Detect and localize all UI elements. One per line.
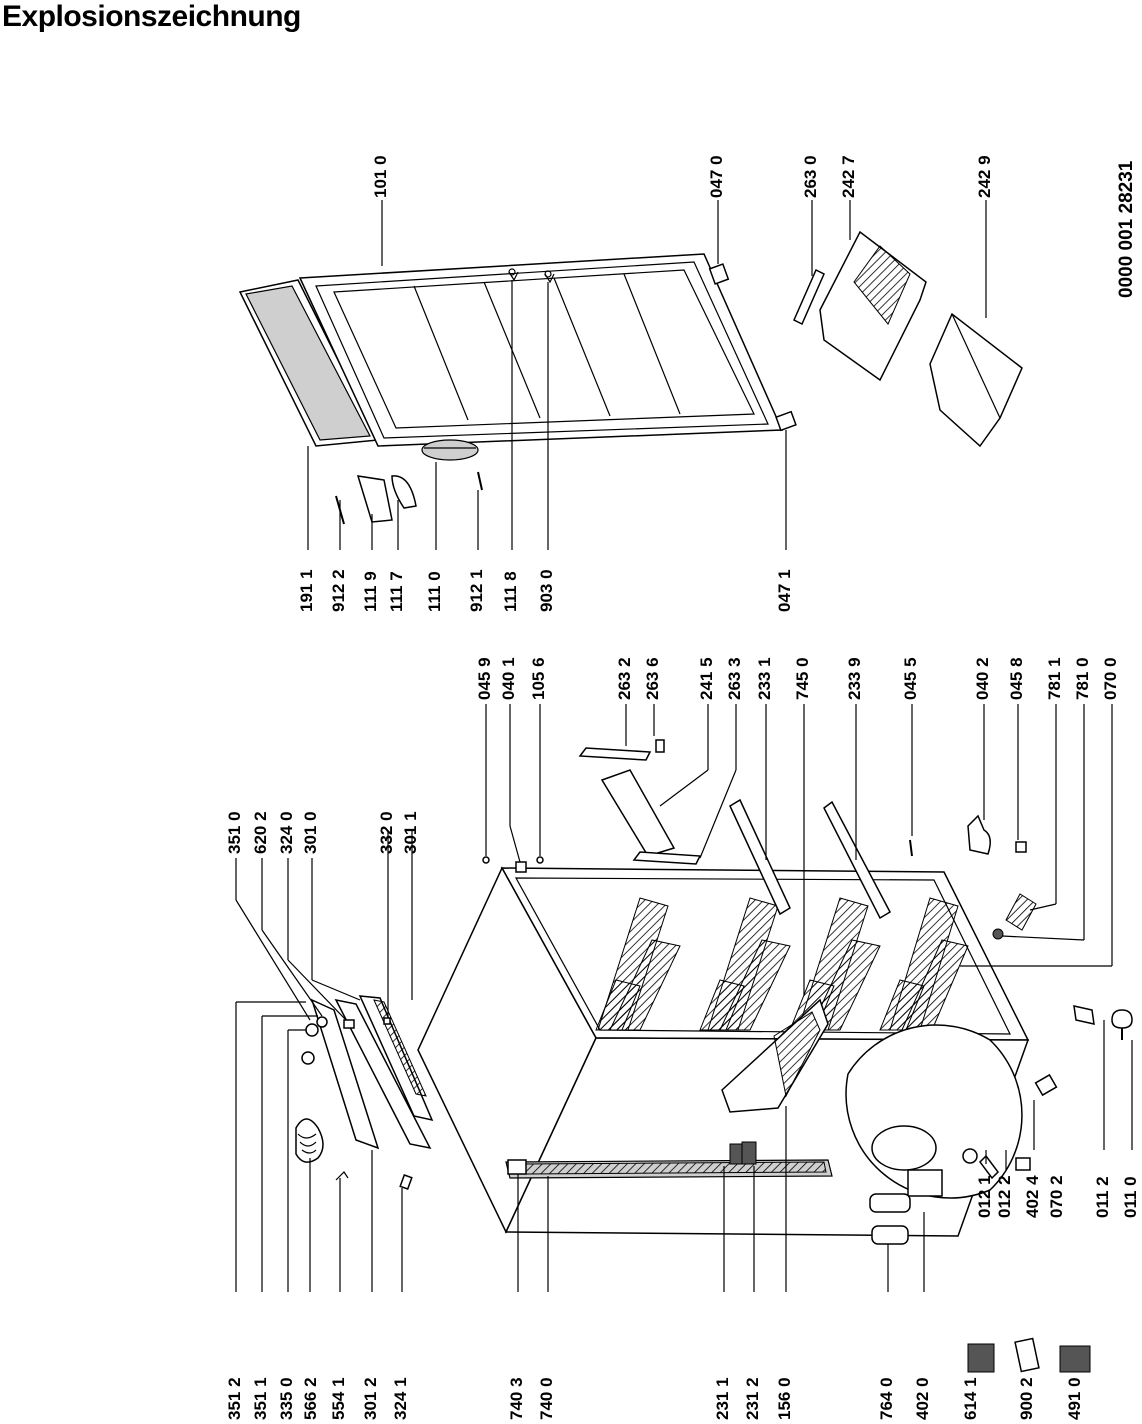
part-label: 491 0 — [1065, 1377, 1084, 1420]
part-label: 301 2 — [361, 1377, 380, 1420]
part-label: 241 5 — [697, 657, 716, 700]
part-label: 263 6 — [643, 657, 662, 700]
part-label: 111 7 — [387, 571, 406, 612]
part-label: 231 1 — [713, 1377, 732, 1420]
part-label: 231 2 — [743, 1377, 762, 1420]
door-small-parts — [335, 263, 797, 525]
part-label: 011 0 — [1121, 1176, 1140, 1218]
part-label: 912 1 — [467, 569, 486, 612]
part-label: 045 9 — [475, 657, 494, 700]
part-label: 263 3 — [725, 657, 744, 700]
part-label: 242 9 — [975, 155, 994, 198]
leader-lines — [235, 200, 1133, 1292]
part-label: 040 1 — [499, 657, 518, 700]
part-label: 781 1 — [1045, 657, 1064, 700]
part-label: 105 6 — [529, 657, 548, 700]
part-label: 233 9 — [845, 657, 864, 700]
part-label: 781 0 — [1073, 657, 1092, 700]
part-label: 156 0 — [775, 1377, 794, 1420]
part-label: 233 1 — [755, 657, 774, 700]
part-label: 912 2 — [329, 569, 348, 612]
part-label: 335 0 — [277, 1377, 296, 1420]
part-label: 047 0 — [707, 155, 726, 198]
part-label: 324 1 — [391, 1377, 410, 1420]
part-label: 351 2 — [225, 1377, 244, 1420]
part-label: 111 0 — [425, 571, 444, 612]
part-label: 402 4 — [1023, 1175, 1042, 1218]
part-label: 614 1 — [961, 1377, 980, 1420]
part-label: 070 0 — [1101, 657, 1120, 700]
part-label: 263 2 — [615, 657, 634, 700]
part-label: 301 0 — [301, 811, 320, 854]
part-label: 745 0 — [793, 657, 812, 700]
part-label: 011 2 — [1093, 1176, 1112, 1218]
part-label: 111 8 — [501, 571, 520, 612]
part-label: 903 0 — [537, 569, 556, 612]
part-label: 242 7 — [839, 155, 858, 198]
drawer-assembly — [793, 230, 1023, 448]
part-label: 012 2 — [995, 1175, 1014, 1218]
cabinet-body — [417, 866, 1030, 1237]
part-label: 402 0 — [913, 1377, 932, 1420]
part-label: 740 3 — [507, 1377, 526, 1420]
part-label: 012 1 — [975, 1175, 994, 1218]
electrical-parts — [871, 1225, 1091, 1373]
part-label: 101 0 — [371, 155, 390, 198]
part-label: 351 1 — [251, 1377, 270, 1420]
part-label: 111 9 — [361, 571, 380, 612]
part-label: 047 1 — [775, 569, 794, 612]
part-label: 045 5 — [901, 657, 920, 700]
page-title: Explosionszeichnung — [2, 0, 301, 33]
part-label: 620 2 — [251, 811, 270, 854]
part-label: 263 0 — [801, 155, 820, 198]
part-label: 351 0 — [225, 811, 244, 854]
part-label: 332 0 — [377, 811, 396, 854]
part-label: 070 2 — [1047, 1175, 1066, 1218]
part-label: 045 8 — [1007, 657, 1026, 700]
part-label: 301 1 — [401, 811, 420, 854]
part-label: 764 0 — [877, 1377, 896, 1420]
part-label: 040 2 — [973, 657, 992, 700]
part-label: 566 2 — [301, 1377, 320, 1420]
door-assembly — [238, 253, 784, 461]
shelf-and-bracket-parts — [482, 739, 1133, 1180]
control-panel-parts — [295, 995, 434, 1190]
part-label: 554 1 — [329, 1377, 348, 1420]
part-label: 324 0 — [277, 811, 296, 854]
part-label: 191 1 — [297, 569, 316, 612]
part-label: 740 0 — [537, 1377, 556, 1420]
part-label: 900 2 — [1017, 1377, 1036, 1420]
